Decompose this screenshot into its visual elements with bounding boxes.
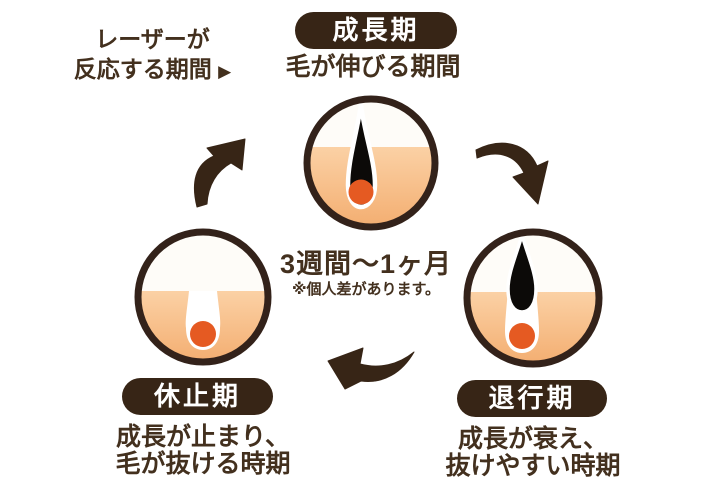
regression-phase-label: 退行期 (488, 383, 576, 413)
laser-reaction-label-line1: レーザーが (95, 26, 210, 52)
cycle-arrow-resting-to-growth-icon (194, 138, 246, 208)
regression-phase-description: 成長が衰え、 抜けやすい時期 (423, 426, 643, 480)
detaching-hair-icon (505, 235, 539, 353)
laser-pointer-icon: ▶ (218, 62, 232, 81)
laser-reaction-label-line2: 反応する期間 ▶ (73, 56, 232, 82)
regression-description-line2: 抜けやすい時期 (445, 452, 621, 480)
resting-circle-border (134, 228, 272, 366)
papilla-dot (509, 323, 535, 349)
empty-follicle-icon (185, 291, 221, 350)
regression-description-line1: 成長が衰え、 (457, 425, 608, 453)
resting-phase-description: 成長が止まり、 毛が抜ける時期 (93, 424, 313, 478)
growth-phase-description: 毛が伸びる期間 (285, 53, 461, 81)
resting-description-line2: 毛が抜ける時期 (115, 450, 291, 478)
resting-description-line1: 成長が止まり、 (115, 423, 290, 451)
growth-circle-border (303, 95, 439, 231)
resting-phase-label: 休止期 (153, 381, 241, 411)
regression-circle-border (463, 228, 603, 368)
papilla-dot (348, 179, 374, 205)
growing-hair-icon (345, 102, 378, 210)
growth-phase-pill: 成長期 (295, 12, 457, 49)
laser-reaction-label: レーザーが 反応する期間 ▶ (55, 24, 250, 87)
resting-phase-illustration (134, 228, 272, 366)
cycle-arrow-regression-to-resting-icon (327, 347, 415, 390)
cycle-arrow-growth-to-regression-icon (475, 142, 549, 205)
papilla-dot (190, 321, 216, 347)
cycle-duration: 3週間〜1ヶ月 (279, 249, 453, 279)
growth-phase-label: 成長期 (332, 15, 420, 45)
resting-phase-pill: 休止期 (122, 378, 273, 415)
regression-phase-illustration (463, 228, 603, 368)
regression-phase-pill: 退行期 (457, 380, 607, 417)
cycle-duration-note: ※個人差があります。 (291, 281, 441, 298)
growth-phase-illustration (303, 95, 439, 231)
